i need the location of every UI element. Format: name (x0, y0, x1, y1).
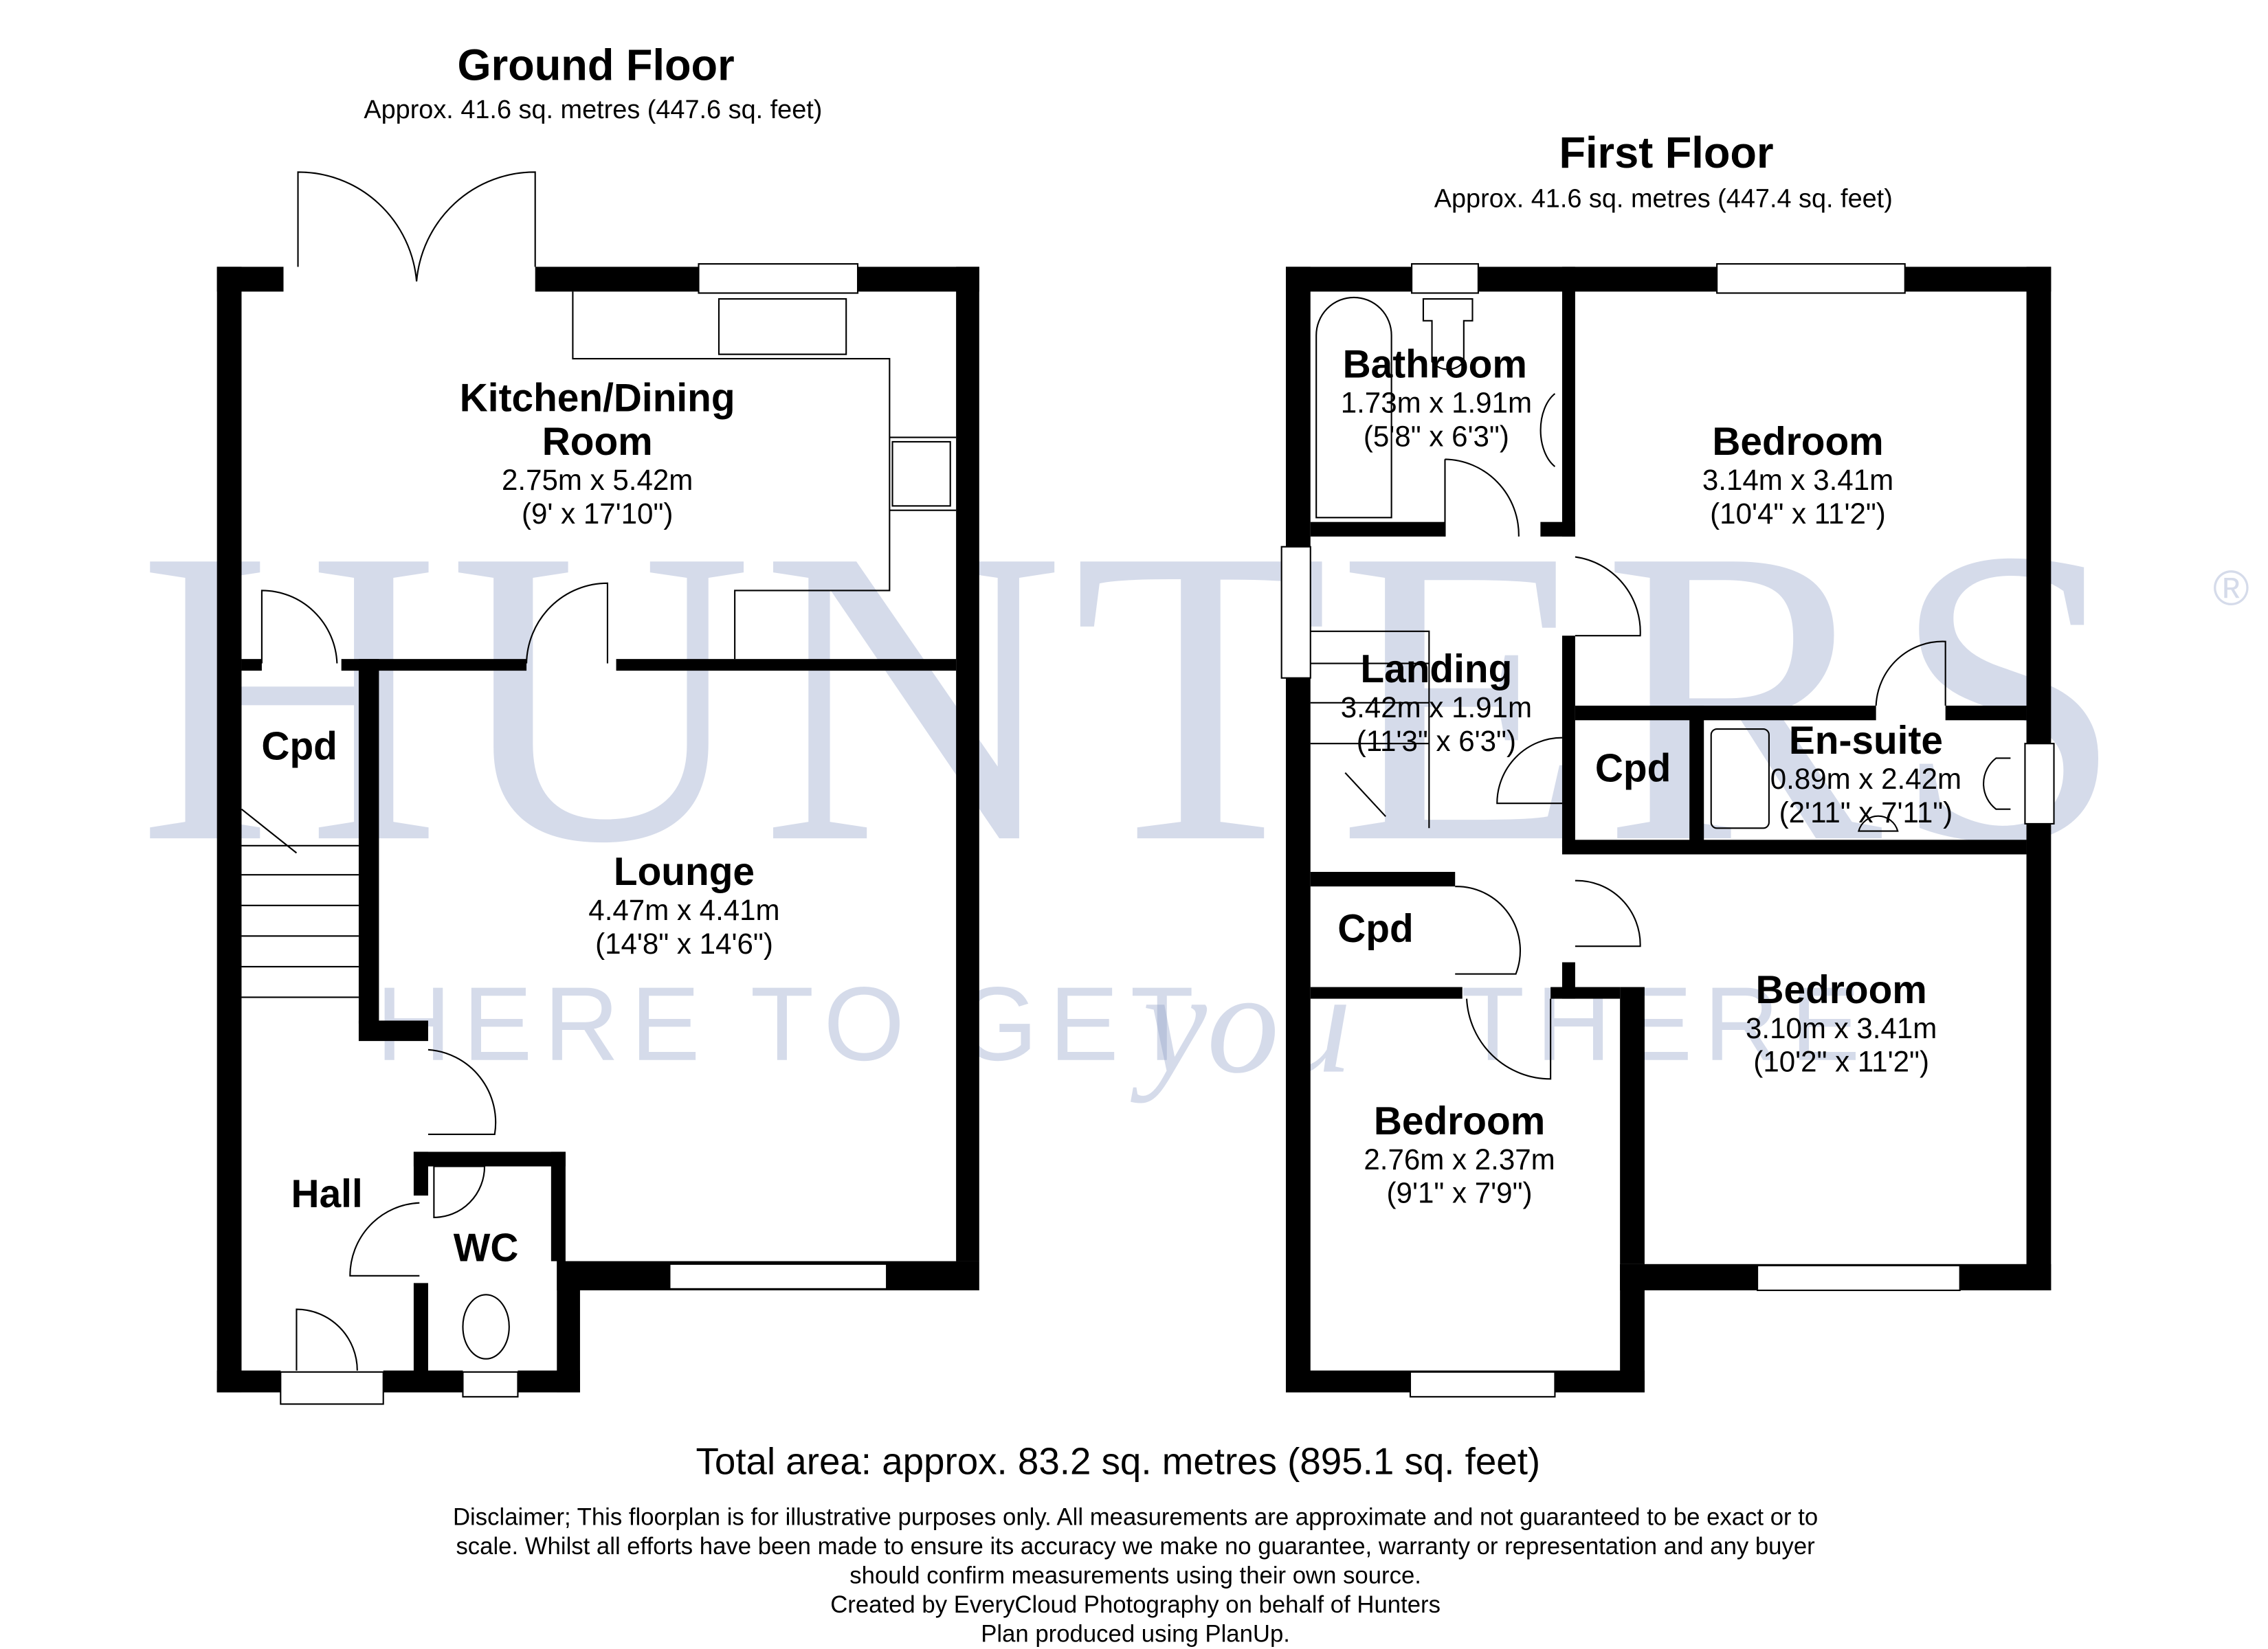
svg-text:(5'8" x 6'3"): (5'8" x 6'3") (1364, 420, 1509, 452)
svg-text:scale. Whilst all efforts have: scale. Whilst all efforts have been made… (456, 1533, 1815, 1560)
watermark-tagline-b: you (1131, 942, 1352, 1103)
svg-text:0.89m x 2.42m: 0.89m x 2.42m (1770, 763, 1961, 795)
svg-text:Kitchen/Dining: Kitchen/Dining (460, 376, 735, 420)
svg-text:(11'3" x 6'3"): (11'3" x 6'3") (1357, 725, 1516, 757)
svg-text:(14'8" x 14'6"): (14'8" x 14'6") (595, 928, 773, 960)
svg-text:(10'2" x 11'2"): (10'2" x 11'2") (1753, 1046, 1929, 1078)
room-bedroom-1: Bedroom 3.14m x 3.41m (10'4" x 11'2") (1702, 420, 1893, 530)
svg-text:Lounge: Lounge (614, 850, 755, 894)
watermark-tagline-a: HERE TO GET (376, 965, 1205, 1083)
room-cupboard-landing: Cpd (1595, 746, 1671, 790)
room-bedroom-2: Bedroom 3.10m x 3.41m (10'2" x 11'2") (1746, 968, 1937, 1078)
first-floor-walls (1280, 263, 2055, 1398)
svg-text:(9' x 17'10"): (9' x 17'10") (522, 497, 673, 530)
svg-text:(2'11" x 7'11"): (2'11" x 7'11") (1779, 796, 1953, 829)
room-bedroom-3: Bedroom 2.76m x 2.37m (9'1" x 7'9") (1364, 1099, 1555, 1209)
svg-text:Disclaimer; This floorplan is: Disclaimer; This floorplan is for illust… (453, 1504, 1818, 1531)
room-wc: WC (454, 1226, 519, 1270)
svg-text:(10'4" x 11'2"): (10'4" x 11'2") (1710, 497, 1886, 530)
watermark-tagline-c: THERE (1461, 965, 1872, 1083)
room-landing: Landing 3.42m x 1.91m (11'3" x 6'3") (1341, 647, 1532, 757)
room-lounge: Lounge 4.47m x 4.41m (14'8" x 14'6") (588, 850, 779, 960)
room-kitchen-dining: Kitchen/Dining Room 2.75m x 5.42m (9' x … (460, 376, 735, 530)
ground-floor-title: Ground Floor (458, 41, 735, 89)
svg-text:Landing: Landing (1360, 647, 1512, 691)
watermark-registered: ® (2213, 561, 2261, 616)
svg-text:2.76m x 2.37m: 2.76m x 2.37m (1364, 1143, 1555, 1176)
svg-text:4.47m x 4.41m: 4.47m x 4.41m (588, 894, 779, 926)
first-floor-area: Approx. 41.6 sq. metres (447.4 sq. feet) (1434, 184, 1893, 213)
room-en-suite: En-suite 0.89m x 2.42m (2'11" x 7'11") (1770, 719, 1961, 829)
svg-text:Room: Room (542, 420, 653, 464)
room-hall: Hall (291, 1172, 363, 1216)
first-floor-title: First Floor (1559, 129, 1773, 177)
svg-text:3.10m x 3.41m: 3.10m x 3.41m (1746, 1012, 1937, 1044)
svg-text:3.42m x 1.91m: 3.42m x 1.91m (1341, 691, 1532, 723)
svg-text:Bedroom: Bedroom (1712, 420, 1883, 464)
ground-floor-area: Approx. 41.6 sq. metres (447.6 sq. feet) (364, 96, 822, 124)
ground-floor-walls (216, 171, 979, 1405)
room-cupboard: Cpd (261, 724, 337, 768)
svg-text:should confirm measurements us: should confirm measurements using their … (849, 1562, 1421, 1589)
svg-text:3.14m x 3.41m: 3.14m x 3.41m (1702, 464, 1893, 496)
svg-text:Bedroom: Bedroom (1374, 1099, 1545, 1143)
svg-text:1.73m x 1.91m: 1.73m x 1.91m (1341, 386, 1532, 418)
svg-text:Bedroom: Bedroom (1755, 968, 1926, 1012)
total-area: Total area: approx. 83.2 sq. metres (895… (696, 1439, 1541, 1482)
room-bathroom: Bathroom 1.73m x 1.91m (5'8" x 6'3") (1341, 342, 1532, 452)
disclaimer: Disclaimer; This floorplan is for illust… (453, 1504, 1818, 1648)
svg-text:En-suite: En-suite (1789, 719, 1943, 763)
svg-text:Bathroom: Bathroom (1343, 342, 1527, 386)
svg-text:(9'1" x 7'9"): (9'1" x 7'9") (1387, 1177, 1533, 1209)
room-cupboard-bedroom: Cpd (1337, 907, 1413, 951)
svg-text:2.75m x 5.42m: 2.75m x 5.42m (502, 464, 693, 496)
svg-text:Created by EveryCloud Photogra: Created by EveryCloud Photography on beh… (830, 1591, 1441, 1618)
svg-text:Plan produced using PlanUp.: Plan produced using PlanUp. (981, 1620, 1290, 1647)
watermark-brand: HUNTERS (138, 462, 2133, 930)
hunters-watermark: HUNTERS ® HERE TO GET you THERE (138, 462, 2261, 1103)
